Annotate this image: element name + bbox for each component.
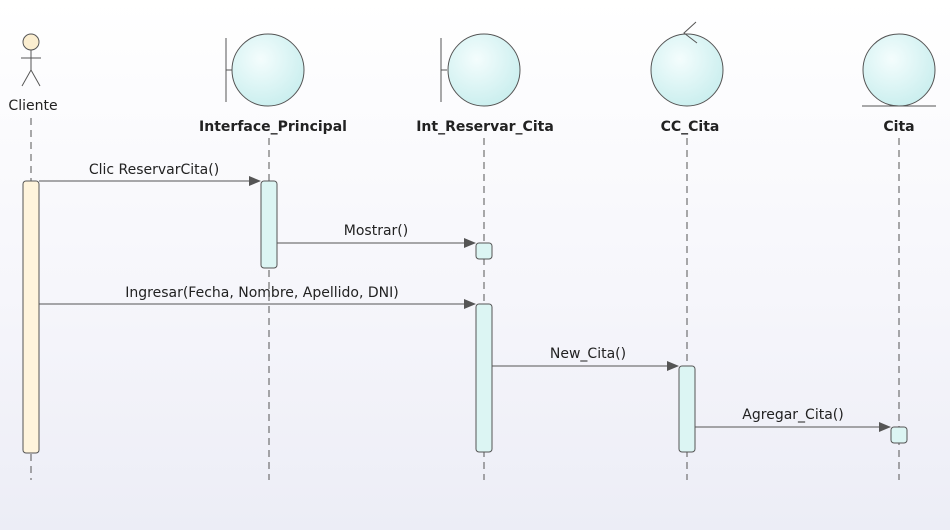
activation-cita (890, 426, 908, 444)
entity-cita-icon (862, 33, 936, 107)
message-label-mostrar: Mostrar() (344, 223, 408, 239)
boundary-int-reservar-cita-icon (440, 33, 521, 107)
message-label-agregar-cita: Agregar_Cita() (742, 407, 843, 423)
actor-cliente-icon (21, 33, 41, 87)
participant-label-int-reservar-cita: Int_Reservar_Cita (416, 119, 554, 135)
activation-cliente (22, 180, 40, 454)
activation-interface-principal-1 (260, 180, 278, 269)
message-label-clic-reservarcita: Clic ReservarCita() (89, 162, 219, 178)
message-label-ingresar: Ingresar(Fecha, Nombre, Apellido, DNI) (125, 285, 398, 301)
participant-label-cita: Cita (883, 119, 914, 135)
activation-int-reservar-cita-1 (475, 242, 493, 260)
activation-int-reservar-cita-2 (475, 303, 493, 453)
participant-label-interface-principal: Interface_Principal (199, 119, 347, 135)
message-label-new-cita: New_Cita() (550, 346, 626, 362)
participant-label-cc-cita: CC_Cita (661, 119, 720, 135)
control-cc-cita-icon (650, 21, 724, 107)
participant-label-cliente: Cliente (8, 98, 57, 114)
boundary-interface-principal-icon (225, 33, 305, 107)
activation-cc-cita (678, 365, 696, 453)
